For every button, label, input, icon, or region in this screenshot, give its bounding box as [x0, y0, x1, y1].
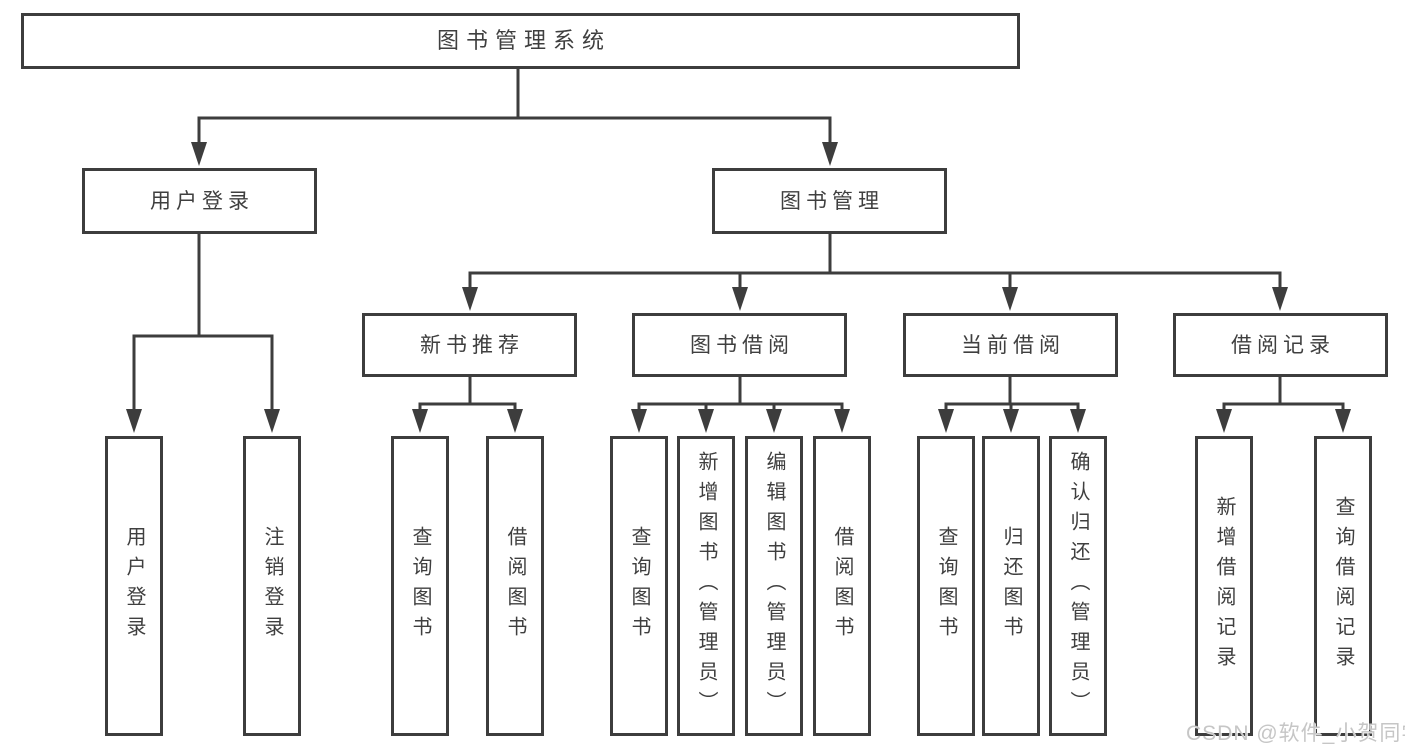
node-new-book-recommend: 新书推荐: [362, 313, 577, 377]
connector-book-management-branch: [468, 233, 1282, 289]
leaf-logout: 注销登录: [243, 436, 301, 736]
node-label: 用户登录: [123, 526, 145, 646]
node-user-login: 用户登录: [82, 168, 317, 234]
leaf-user-login: 用户登录: [105, 436, 163, 736]
connector-new-book-branch: [418, 377, 517, 412]
leaf-query-books-current: 查询图书: [917, 436, 975, 736]
node-label: 图书借阅: [690, 333, 794, 357]
arrowhead: [1070, 409, 1086, 433]
arrowhead: [462, 287, 478, 311]
arrowhead: [264, 409, 280, 433]
node-label: 借阅记录: [1231, 333, 1335, 357]
node-current-borrow: 当前借阅: [903, 313, 1118, 377]
leaf-add-book-admin: 新增图书（管理员）: [677, 436, 735, 736]
node-label: 归还图书: [1000, 526, 1022, 646]
arrowhead: [1335, 409, 1351, 433]
node-book-borrow: 图书借阅: [632, 313, 847, 377]
connector-path: [637, 377, 844, 412]
arrowhead: [938, 409, 954, 433]
leaf-return-book: 归还图书: [982, 436, 1040, 736]
connector-borrow-records-branch: [1222, 377, 1345, 412]
arrowhead: [126, 409, 142, 433]
connector-book-borrow-branch: [637, 377, 844, 412]
leaf-borrow-books: 借阅图书: [813, 436, 871, 736]
arrowhead: [631, 409, 647, 433]
connector-path: [197, 68, 832, 144]
node-label: 查询图书: [935, 526, 957, 646]
arrowheads: [126, 142, 1351, 433]
node-borrow-records: 借阅记录: [1173, 313, 1388, 377]
leaf-query-books-borrow: 查询图书: [610, 436, 668, 736]
node-root: 图书管理系统: [21, 13, 1020, 69]
csdn-watermark: CSDN @软件_小贺同学: [1186, 722, 1405, 745]
node-label: 查询图书: [628, 526, 650, 646]
node-label: 新增借阅记录: [1213, 496, 1235, 676]
arrowhead: [1003, 409, 1019, 433]
leaf-add-borrow-record: 新增借阅记录: [1195, 436, 1253, 736]
node-label: 编辑图书（管理员）: [763, 451, 785, 721]
node-label: 图书管理系统: [436, 28, 611, 53]
leaf-confirm-return-admin: 确认归还（管理员）: [1049, 436, 1107, 736]
leaf-query-borrow-record: 查询借阅记录: [1314, 436, 1372, 736]
leaf-query-books-recommend: 查询图书: [391, 436, 449, 736]
arrowhead: [698, 409, 714, 433]
connector-path: [468, 233, 1282, 289]
arrowhead: [822, 142, 838, 166]
arrowhead: [507, 409, 523, 433]
node-book-management: 图书管理: [712, 168, 947, 234]
node-label: 查询借阅记录: [1332, 496, 1354, 676]
arrowhead: [191, 142, 207, 166]
connector-path: [132, 233, 274, 410]
connector-path: [1222, 377, 1345, 412]
node-label: 新增图书（管理员）: [695, 451, 717, 721]
node-label: 查询图书: [409, 526, 431, 646]
arrowhead: [834, 409, 850, 433]
connector-path: [418, 377, 517, 412]
arrowhead: [1216, 409, 1232, 433]
arrowhead: [766, 409, 782, 433]
connector-user-login-branch: [132, 233, 274, 410]
leaf-edit-book-admin: 编辑图书（管理员）: [745, 436, 803, 736]
node-label: 用户登录: [150, 189, 254, 213]
connector-root-to-level2: [197, 68, 832, 144]
arrowhead: [732, 287, 748, 311]
arrowhead: [412, 409, 428, 433]
arrowhead: [1272, 287, 1288, 311]
node-label: 借阅图书: [504, 526, 526, 646]
node-label: 确认归还（管理员）: [1067, 451, 1089, 721]
connector-current-borrow-branch: [944, 377, 1080, 412]
leaf-borrow-books-recommend: 借阅图书: [486, 436, 544, 736]
node-label: 图书管理: [780, 189, 884, 213]
node-label: 借阅图书: [831, 526, 853, 646]
node-label: 新书推荐: [420, 333, 524, 357]
node-label: 注销登录: [261, 526, 283, 646]
node-label: 当前借阅: [961, 333, 1065, 357]
arrowhead: [1002, 287, 1018, 311]
connector-path: [944, 377, 1080, 412]
